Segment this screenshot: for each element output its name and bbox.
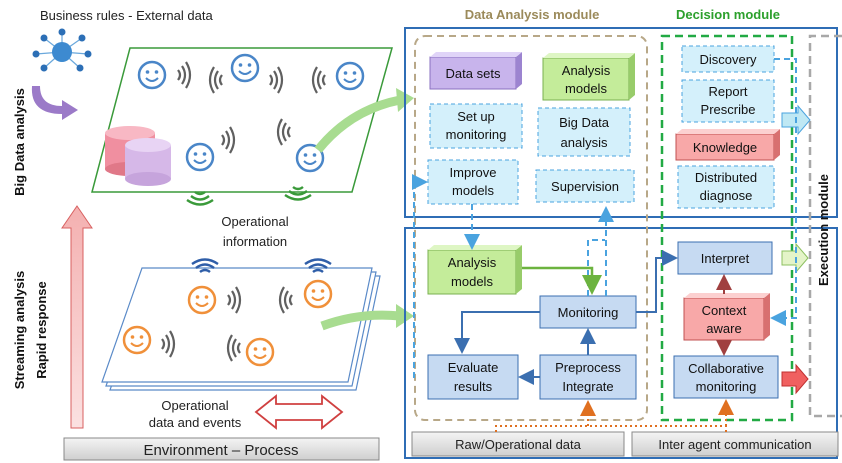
execution-module-frame <box>808 34 842 418</box>
preprocess-line2: Integrate <box>562 379 613 394</box>
raw-data-label: Raw/Operational data <box>455 437 582 452</box>
distributed-line2: diagnose <box>700 188 753 203</box>
set-up-monitoring-line1: Set up <box>457 109 495 124</box>
data-analysis-module-frame <box>414 35 648 421</box>
supervision-label: Supervision <box>551 179 619 194</box>
agent-smiley-icon <box>187 285 217 315</box>
agent-smiley-icon <box>303 279 333 309</box>
analysis-models-top-box[interactable]: Analysis models <box>542 53 635 101</box>
signal-waves-down-icon <box>185 190 215 206</box>
inter-agent-bar <box>631 431 839 457</box>
collaborative-line2: monitoring <box>696 379 757 394</box>
collaborative-line1: Collaborative <box>688 361 764 376</box>
set-up-monitoring-line2: monitoring <box>446 127 507 142</box>
agent-smiley-icon <box>335 61 365 91</box>
business-rules-label: Business rules - External data <box>40 8 213 23</box>
context-line2: aware <box>706 321 741 336</box>
upper-connector-arrow <box>314 95 401 153</box>
analysis-models-top-line1: Analysis <box>562 63 611 78</box>
report-prescribe-box[interactable]: Report Prescribe <box>681 79 775 123</box>
agent-smiley-icon <box>185 142 215 172</box>
analysis-models-bottom-line2: models <box>451 274 493 289</box>
improve-models-line1: Improve <box>450 165 497 180</box>
set-up-monitoring-box[interactable]: Set up monitoring <box>429 103 523 149</box>
distributed-line1: Distributed <box>695 170 757 185</box>
analysis-models-top-line2: models <box>565 81 607 96</box>
interpret-label: Interpret <box>701 251 750 266</box>
orange-dotted-connectors <box>495 399 734 432</box>
discovery-box[interactable]: Discovery <box>681 45 775 73</box>
green-connector <box>522 266 602 295</box>
big-data-analysis-box[interactable]: Big Data analysis <box>537 107 631 157</box>
raw-data-bar <box>411 431 625 457</box>
improve-models-box[interactable]: Improve models <box>427 159 519 205</box>
big-data-analysis-line1: Big Data <box>559 115 610 130</box>
distributed-diagnose-box[interactable]: Distributed diagnose <box>677 165 775 209</box>
inter-agent-label: Inter agent communication <box>658 437 811 452</box>
report-line2: Prescribe <box>701 102 756 117</box>
solid-navy-connectors <box>454 250 678 385</box>
lower-connector-arrow <box>320 310 401 331</box>
preprocess-integrate-box[interactable]: Preprocess Integrate <box>539 354 637 400</box>
operational-information-line2: information <box>223 234 287 249</box>
database-icon <box>105 126 171 186</box>
streaming-analysis-vertical-label: Streaming analysis <box>12 271 27 390</box>
monitoring-label: Monitoring <box>558 305 619 320</box>
context-aware-box[interactable]: Context aware <box>683 293 770 341</box>
agent-smiley-icon <box>122 325 152 355</box>
collaborative-monitoring-box[interactable]: Collaborative monitoring <box>673 355 779 399</box>
preprocess-line1: Preprocess <box>555 360 621 375</box>
analysis-models-bottom-box[interactable]: Analysis models <box>427 245 522 295</box>
knowledge-label: Knowledge <box>693 140 757 155</box>
data-sets-box[interactable]: Data sets <box>429 52 522 90</box>
curved-arrow-icon <box>31 86 78 120</box>
context-line1: Context <box>702 303 747 318</box>
dashed-blue-connectors <box>412 58 797 378</box>
monitoring-box[interactable]: Monitoring <box>539 295 637 329</box>
big-data-analysis-vertical-label: Big Data analysis <box>12 88 27 196</box>
execution-module-title: Execution module <box>816 174 831 286</box>
operational-information-line1: Operational <box>221 214 288 229</box>
double-arrow-icon <box>254 394 344 430</box>
evaluate-results-line1: Evaluate <box>448 360 499 375</box>
environment-process-bar <box>63 437 380 461</box>
streaming-panel <box>404 227 838 459</box>
rapid-response-up-arrow <box>61 205 93 429</box>
evaluate-results-box[interactable]: Evaluate results <box>427 354 519 400</box>
environment-process-label: Environment – Process <box>143 442 298 459</box>
data-analysis-module-title: Data Analysis module <box>465 7 600 22</box>
big-data-analysis-line2: analysis <box>561 135 608 150</box>
big-data-panel <box>404 27 838 218</box>
data-sets-label: Data sets <box>446 66 501 81</box>
improve-models-line2: models <box>452 183 494 198</box>
operational-data-line2: data and events <box>149 415 242 430</box>
rapid-response-vertical-label: Rapid response <box>34 281 49 379</box>
operational-data-line1: Operational <box>161 398 228 413</box>
discovery-label: Discovery <box>699 52 757 67</box>
decision-module-title: Decision module <box>676 7 780 22</box>
network-globe-icon <box>32 28 92 72</box>
report-line1: Report <box>708 84 747 99</box>
knowledge-box[interactable]: Knowledge <box>675 129 780 161</box>
evaluate-results-line2: results <box>454 379 493 394</box>
supervision-box[interactable]: Supervision <box>535 169 635 203</box>
agent-smiley-icon <box>230 53 260 83</box>
execution-output-arrow-red <box>781 363 809 395</box>
agent-smiley-icon <box>137 60 167 90</box>
analysis-models-bottom-line1: Analysis <box>448 255 497 270</box>
interpret-box[interactable]: Interpret <box>677 241 773 275</box>
agent-smiley-icon <box>245 337 275 367</box>
